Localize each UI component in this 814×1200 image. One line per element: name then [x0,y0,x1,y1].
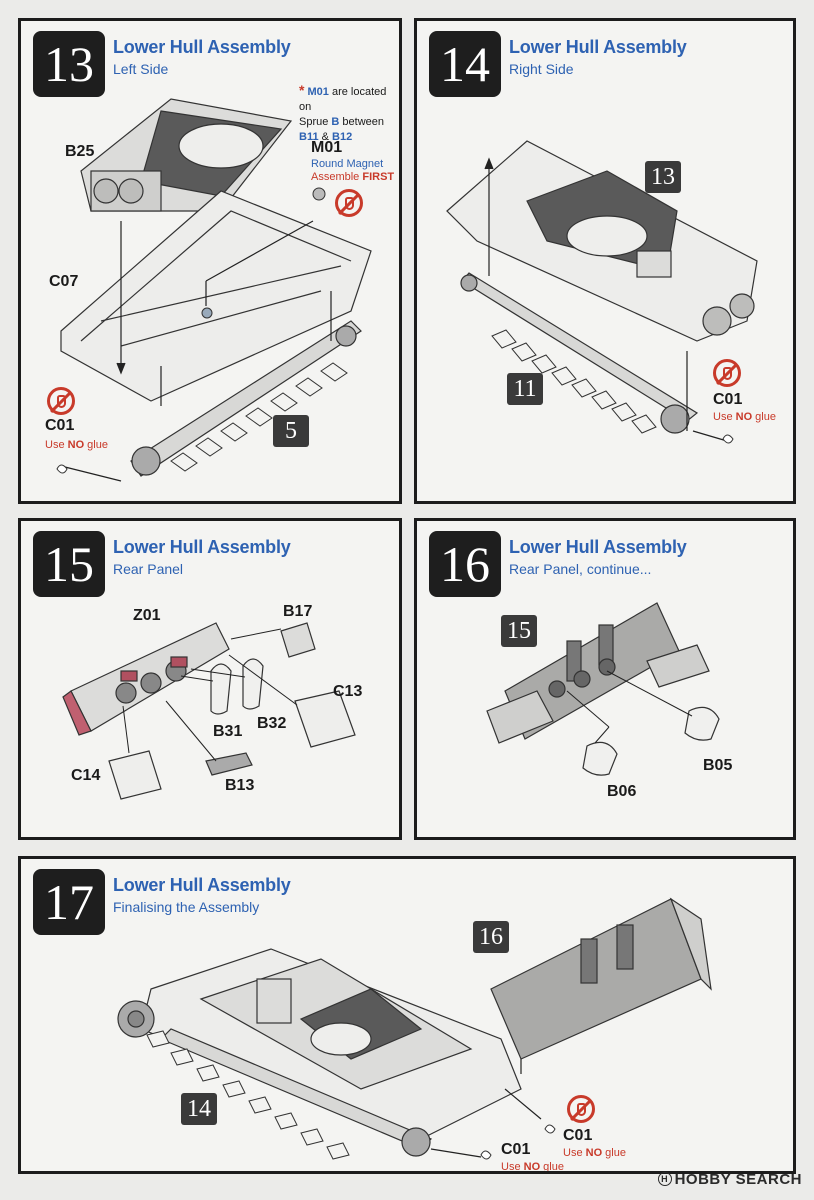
step-title: Lower Hull Assembly [113,875,291,895]
part-label-c01: C01 [713,391,743,408]
step-number: 14 [429,31,501,97]
no-glue-icon [47,387,75,415]
step-title: Lower Hull Assembly [509,537,687,557]
m01-location-note: * M01 are located on Sprue B between B11… [299,82,387,144]
part-label-b06: B06 [607,783,637,800]
step-number: 17 [33,869,105,935]
subassembly-ref-11: 11 [507,373,543,405]
no-glue-icon [567,1095,595,1123]
no-glue-note: Use NO glue [563,1147,626,1159]
step-13-panel: 13 Lower Hull Assembly Left Side [18,18,402,504]
no-glue-note: Use NO glue [45,439,108,451]
part-label-c13: C13 [333,683,363,700]
step-16-diagram [486,602,720,776]
step-17-panel: 17 Lower Hull Assembly Finalising the As… [18,856,796,1174]
step-title: Lower Hull Assembly [113,537,291,557]
part-label-b13: B13 [225,777,255,794]
subassembly-ref-5: 5 [273,415,309,447]
watermark-badge-icon: H [657,1172,672,1186]
step-subtitle: Left Side [113,61,169,77]
step-subtitle: Finalising the Assembly [113,899,260,915]
step-14-diagram [446,140,758,444]
step-13-diagram [56,98,372,482]
magnet-label: Round Magnet [311,158,384,170]
no-glue-icon [713,359,741,387]
step-subtitle: Right Side [509,61,574,77]
no-glue-note: Use NO glue [713,411,776,423]
step-14-panel: 14 Lower Hull Assembly Right Side [414,18,796,504]
part-label-c01: C01 [563,1127,593,1144]
subassembly-ref-13: 13 [645,161,681,193]
step-15-panel: 15 Lower Hull Assembly Rear Panel [18,518,402,840]
part-label-c01: C01 [45,417,75,434]
part-label-m01: M01 [311,139,343,156]
part-label-b05: B05 [703,757,733,774]
part-label-c07: C07 [49,273,79,290]
step-title: Lower Hull Assembly [113,37,291,57]
part-label-b31: B31 [213,723,243,740]
part-label-b25: B25 [65,143,95,160]
part-label-z01: Z01 [133,607,161,624]
step-17-diagram [117,897,712,1160]
watermark-text: HOBBY SEARCH [674,1171,802,1188]
step-16-panel: 16 Lower Hull Assembly Rear Panel, conti… [414,518,796,840]
assemble-first-note: Assemble FIRST [311,171,395,183]
step-number: 15 [33,531,105,597]
step-number: 13 [33,31,105,97]
part-label-c14: C14 [71,767,101,784]
step-subtitle: Rear Panel, continue... [509,561,652,577]
step-subtitle: Rear Panel [113,561,184,577]
part-label-c01: C01 [501,1141,531,1158]
subassembly-ref-15: 15 [501,615,537,647]
no-glue-note: Use NO glue [501,1161,564,1173]
step-15-diagram [62,622,356,800]
subassembly-ref-16: 16 [473,921,509,953]
subassembly-ref-14: 14 [181,1093,217,1125]
part-label-b32: B32 [257,715,287,732]
no-glue-icon [335,189,363,217]
step-number: 16 [429,531,501,597]
step-title: Lower Hull Assembly [509,37,687,57]
part-label-b17: B17 [283,603,313,620]
